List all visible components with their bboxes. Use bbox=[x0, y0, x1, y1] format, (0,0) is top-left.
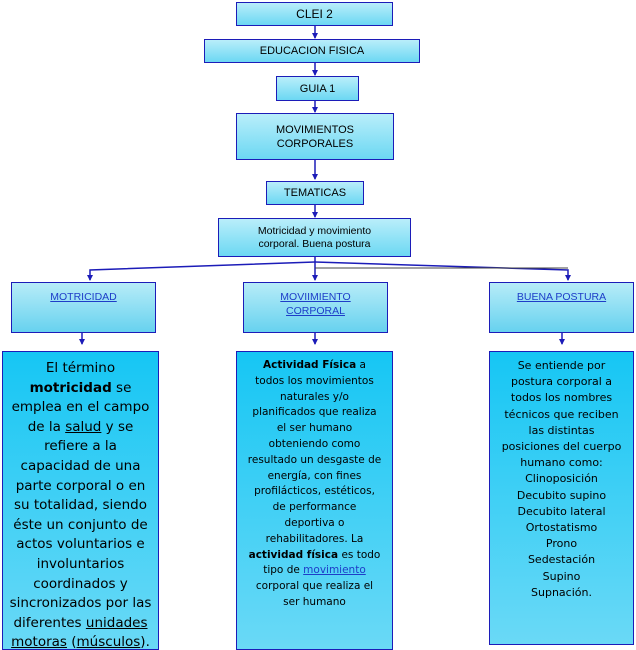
movimiento-text-1: a todos los movimientos naturales y/o pl… bbox=[247, 359, 382, 545]
postura-item: Decubito supino bbox=[516, 488, 607, 502]
node-educacion-fisica: EDUCACION FISICA bbox=[204, 39, 420, 63]
musculos-link[interactable]: músculos bbox=[76, 634, 141, 650]
node-motricidad-movimiento-line2: corporal. Buena postura bbox=[258, 237, 371, 250]
postura-intro: Se entiende por postura corporal a todos… bbox=[501, 359, 622, 470]
motricidad-text-3: y se refiere a la capacidad de una parte… bbox=[9, 418, 152, 631]
movimiento-term-2: actividad física bbox=[248, 548, 339, 561]
branch-movimiento-link-line1[interactable]: MOVIIMIENTO bbox=[280, 291, 351, 303]
branch-buena-postura: BUENA POSTURA bbox=[489, 282, 634, 333]
node-clei-label: CLEI 2 bbox=[296, 7, 333, 21]
motricidad-term: motricidad bbox=[29, 379, 112, 396]
text-box-buena-postura: Se entiende por postura corporal a todos… bbox=[489, 351, 634, 645]
movimiento-term-1: Actividad Física bbox=[263, 359, 357, 371]
postura-item: Supino bbox=[542, 569, 581, 583]
branch-buena-postura-link[interactable]: BUENA POSTURA bbox=[516, 291, 607, 303]
motricidad-text-4: ( bbox=[66, 634, 77, 650]
movimiento-text-2: es todo tipo de bbox=[263, 548, 381, 577]
node-guia-label: GUIA 1 bbox=[299, 82, 336, 95]
branch-movimiento-corporal: MOVIIMIENTO CORPORAL bbox=[243, 282, 388, 333]
salud-link[interactable]: salud bbox=[65, 418, 102, 435]
node-educacion-fisica-label: EDUCACION FISICA bbox=[259, 45, 365, 57]
node-movimientos-corporales: MOVIMIENTOS CORPORALES bbox=[236, 113, 394, 160]
text-box-movimiento: Actividad Física a todos los movimientos… bbox=[236, 351, 393, 650]
motricidad-text-2: se emplea en el campo de la bbox=[11, 379, 150, 435]
branch-movimiento-link-line2[interactable]: CORPORAL bbox=[286, 305, 345, 317]
motricidad-text-1: El término bbox=[45, 360, 116, 376]
text-box-motricidad: El término motricidad se emplea en el ca… bbox=[2, 351, 159, 650]
node-tematicas-label: TEMATICAS bbox=[283, 187, 347, 199]
branch-motricidad-link[interactable]: MOTRICIDAD bbox=[50, 291, 117, 303]
node-movimientos-line1: MOVIMIENTOS bbox=[275, 123, 355, 136]
node-motricidad-movimiento-line1: Motricidad y movimiento bbox=[257, 224, 372, 237]
postura-item: Clinoposición bbox=[525, 472, 598, 486]
postura-item: Supnación. bbox=[531, 585, 592, 599]
node-clei: CLEI 2 bbox=[236, 2, 393, 26]
node-movimientos-line2: CORPORALES bbox=[276, 137, 354, 150]
postura-item: Decubito lateral bbox=[517, 504, 606, 518]
unidades-motoras-link[interactable]: unidades motoras bbox=[11, 614, 148, 650]
postura-item: Sedestación bbox=[527, 553, 596, 567]
motricidad-text-5: ). bbox=[140, 634, 150, 650]
postura-item: Ortostatismo bbox=[525, 521, 598, 535]
postura-item: Prono bbox=[545, 537, 578, 551]
branch-motricidad: MOTRICIDAD bbox=[11, 282, 156, 333]
node-motricidad-movimiento: Motricidad y movimiento corporal. Buena … bbox=[218, 218, 411, 257]
movimiento-link[interactable]: movimiento bbox=[303, 564, 366, 577]
node-guia: GUIA 1 bbox=[276, 76, 359, 101]
movimiento-text-3: corporal que realiza el ser humano bbox=[255, 580, 374, 608]
node-tematicas: TEMATICAS bbox=[266, 181, 364, 205]
